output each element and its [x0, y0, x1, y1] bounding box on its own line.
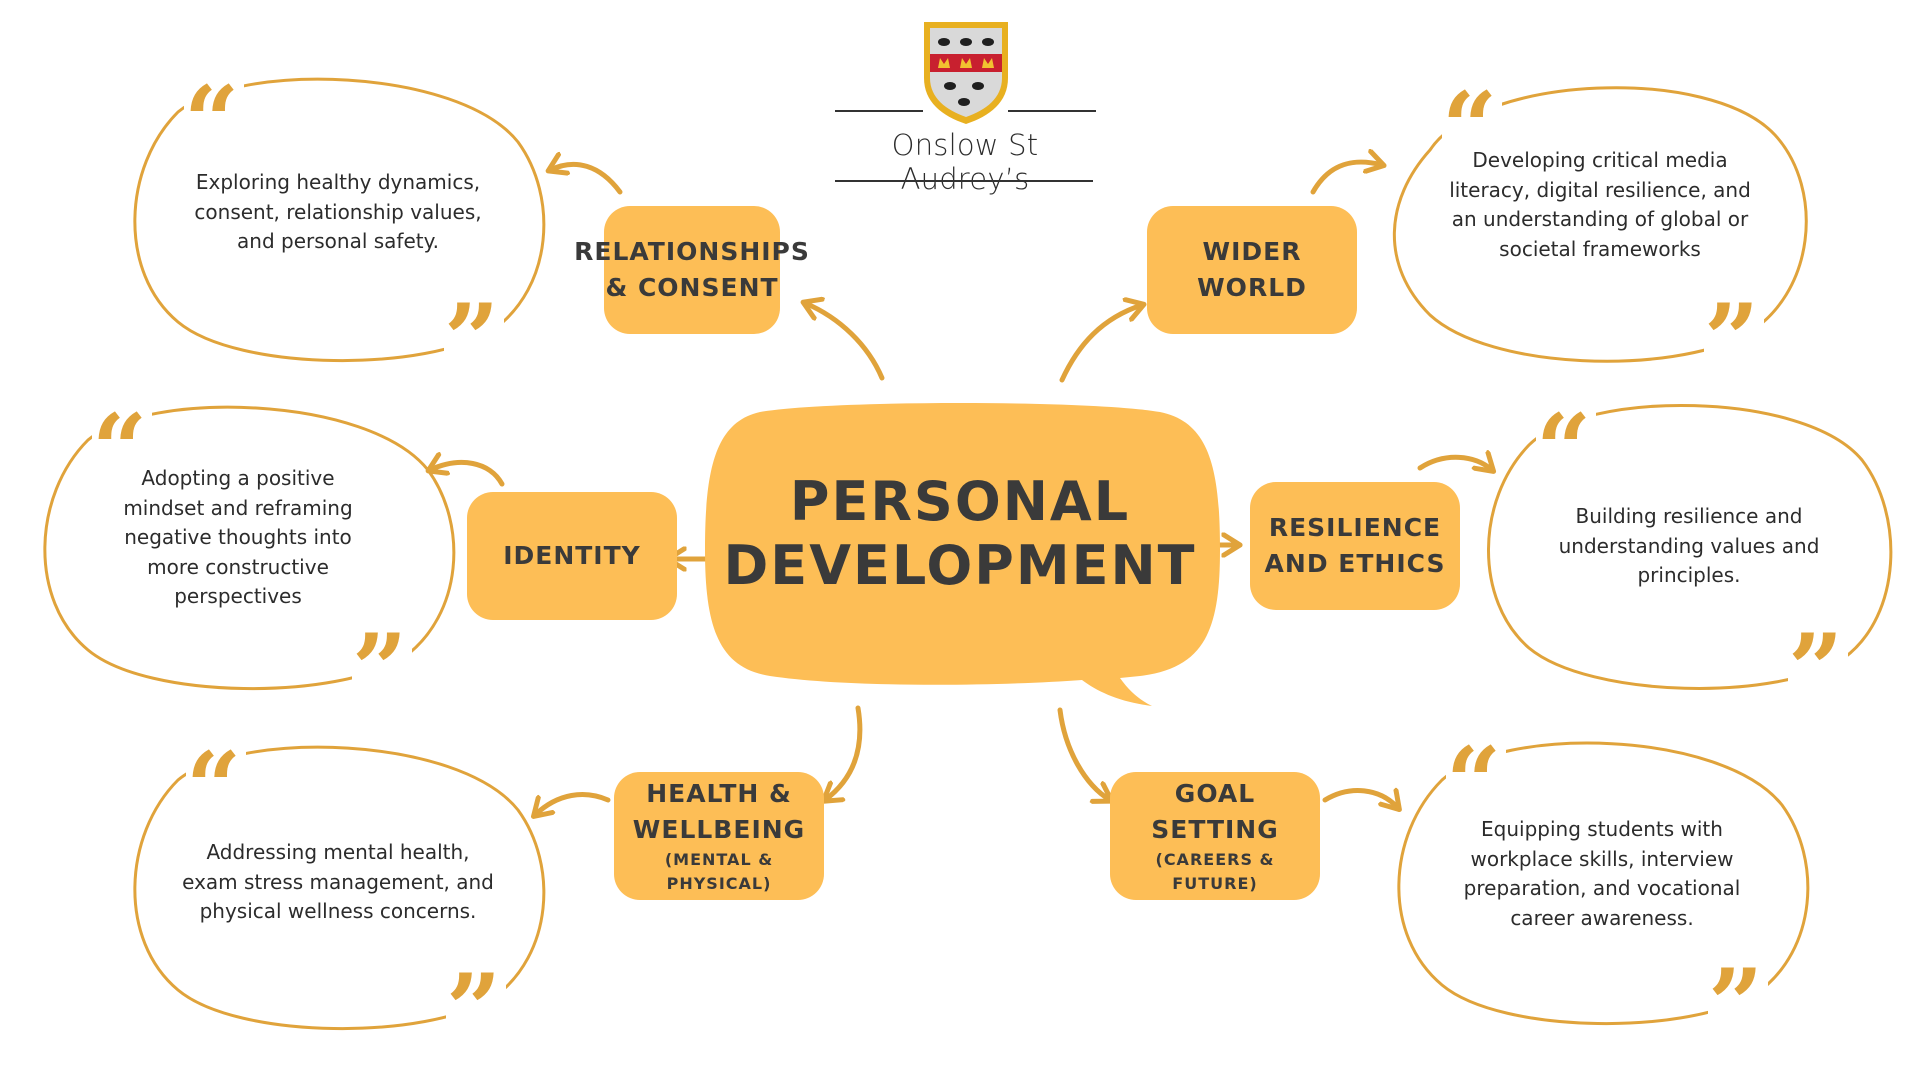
central-speech-bubble: PERSONAL DEVELOPMENT [700, 400, 1220, 710]
topic-health-sub: (MENTAL & PHYSICAL) [664, 850, 774, 893]
quote-line: physical wellness concerns. [199, 899, 477, 923]
topic-wider-world: WIDER WORLD [1147, 206, 1357, 334]
central-title: PERSONAL DEVELOPMENT [700, 470, 1220, 598]
topic-resilience-ethics: RESILIENCE AND ETHICS [1250, 482, 1460, 610]
quote-line: more constructive [147, 554, 329, 579]
header-rule-bottom [835, 180, 1093, 182]
topic-relationships-line2: & CONSENT [605, 273, 779, 302]
quote-line: exam stress management, and [182, 869, 494, 894]
topic-resilience-line2: AND ETHICS [1264, 549, 1446, 578]
open-quote-icon: “ [1536, 402, 1596, 498]
quote-line: understanding values and [1558, 533, 1820, 558]
arrow-to-resilience-quote [1417, 457, 1492, 470]
school-crest-icon [920, 18, 1012, 126]
topic-goal-line1: GOAL SETTING [1151, 779, 1279, 844]
topic-health-wellbeing: HEALTH & WELLBEING (MENTAL & PHYSICAL) [614, 772, 824, 900]
topic-health-line2: WELLBEING [632, 815, 806, 844]
school-header: Onslow St Audrey’s [830, 18, 1100, 196]
quote-line: an understanding of global or [1451, 207, 1749, 231]
topic-wider-world-label: WIDER WORLD [1197, 237, 1307, 302]
arrow-to-health [825, 705, 863, 800]
topic-goal-setting: GOAL SETTING (CAREERS & FUTURE) [1110, 772, 1320, 900]
topic-relationships-consent: RELATIONSHIPS & CONSENT [574, 206, 809, 334]
quote-line: principles. [1637, 563, 1741, 587]
quote-line: Developing critical media [1472, 148, 1728, 172]
quote-line: Addressing mental health, [206, 840, 470, 864]
arrow-to-relationships-quote [550, 164, 623, 195]
quote-line: career awareness. [1510, 905, 1694, 930]
close-quote-icon: ” [352, 622, 412, 718]
topic-goal-sub1: (CAREERS & [1155, 850, 1275, 869]
quote-line: societal frameworks [1499, 236, 1701, 261]
quote-line: Equipping students with [1481, 817, 1723, 841]
quote-line: Exploring healthy dynamics, [195, 170, 481, 194]
quote-identity-text: Adopting a positive mindset and reframin… [78, 464, 398, 612]
arrow-to-wider-quote [1310, 162, 1382, 195]
topic-identity-label: IDENTITY [503, 541, 641, 570]
arrow-to-goal-quote [1322, 791, 1398, 808]
quote-line: perspectives [174, 584, 302, 608]
quote-relationships-text: Exploring healthy dynamics, consent, rel… [168, 168, 508, 257]
header-rule-right [1008, 110, 1096, 112]
central-title-line1: PERSONAL [789, 470, 1131, 533]
close-quote-icon: ” [1788, 622, 1848, 718]
quote-line: and personal safety. [237, 229, 439, 253]
topic-identity: IDENTITY [467, 492, 677, 620]
quote-wider-world-text: Developing critical media literacy, digi… [1430, 146, 1770, 264]
arrow-to-goal [1057, 707, 1110, 800]
quote-line: Adopting a positive [141, 466, 335, 490]
central-title-line2: DEVELOPMENT [723, 534, 1197, 597]
arrow-to-relationships [805, 303, 885, 381]
open-quote-icon: “ [184, 74, 244, 170]
quote-line: negative thoughts into [124, 525, 352, 549]
quote-goal-text: Equipping students with workplace skills… [1432, 815, 1772, 933]
arrow-to-wider-world [1059, 305, 1142, 383]
topic-health-line1: HEALTH & [646, 779, 792, 808]
open-quote-icon: “ [1446, 735, 1506, 831]
close-quote-icon: ” [444, 292, 504, 388]
quote-resilience-text: Building resilience and understanding va… [1524, 502, 1854, 591]
quote-health-text: Addressing mental health, exam stress ma… [168, 838, 508, 927]
quote-identity: “ ” Adopting a positive mindset and refr… [38, 400, 458, 718]
quote-relationships: “ ” Exploring healthy dynamics, consent,… [128, 72, 548, 388]
quote-line: workplace skills, interview [1470, 846, 1734, 871]
quote-line: consent, relationship values, [194, 199, 482, 224]
header-rule-left [835, 110, 923, 112]
quote-line: Building resilience and [1575, 504, 1803, 528]
school-name: Onslow St Audrey’s [891, 128, 1039, 196]
open-quote-icon: “ [186, 740, 246, 836]
topic-goal-sub2: FUTURE) [1172, 874, 1258, 893]
close-quote-icon: ” [1704, 292, 1764, 388]
quote-line: mindset and reframing [123, 495, 353, 520]
quote-line: literacy, digital resilience, and [1449, 177, 1751, 202]
quote-health: “ ” Addressing mental health, exam stres… [128, 740, 548, 1058]
topic-relationships-line1: RELATIONSHIPS [574, 237, 810, 266]
open-quote-icon: “ [1442, 80, 1502, 176]
quote-wider-world: “ ” Developing critical media literacy, … [1390, 80, 1810, 388]
open-quote-icon: “ [92, 402, 152, 498]
quote-line: preparation, and vocational [1463, 876, 1741, 900]
quote-resilience: “ ” Building resilience and understandin… [1484, 400, 1894, 718]
topic-resilience-line1: RESILIENCE [1268, 513, 1442, 542]
quote-goal: “ ” Equipping students with workplace sk… [1392, 735, 1812, 1053]
close-quote-icon: ” [446, 962, 506, 1058]
close-quote-icon: ” [1708, 957, 1768, 1053]
